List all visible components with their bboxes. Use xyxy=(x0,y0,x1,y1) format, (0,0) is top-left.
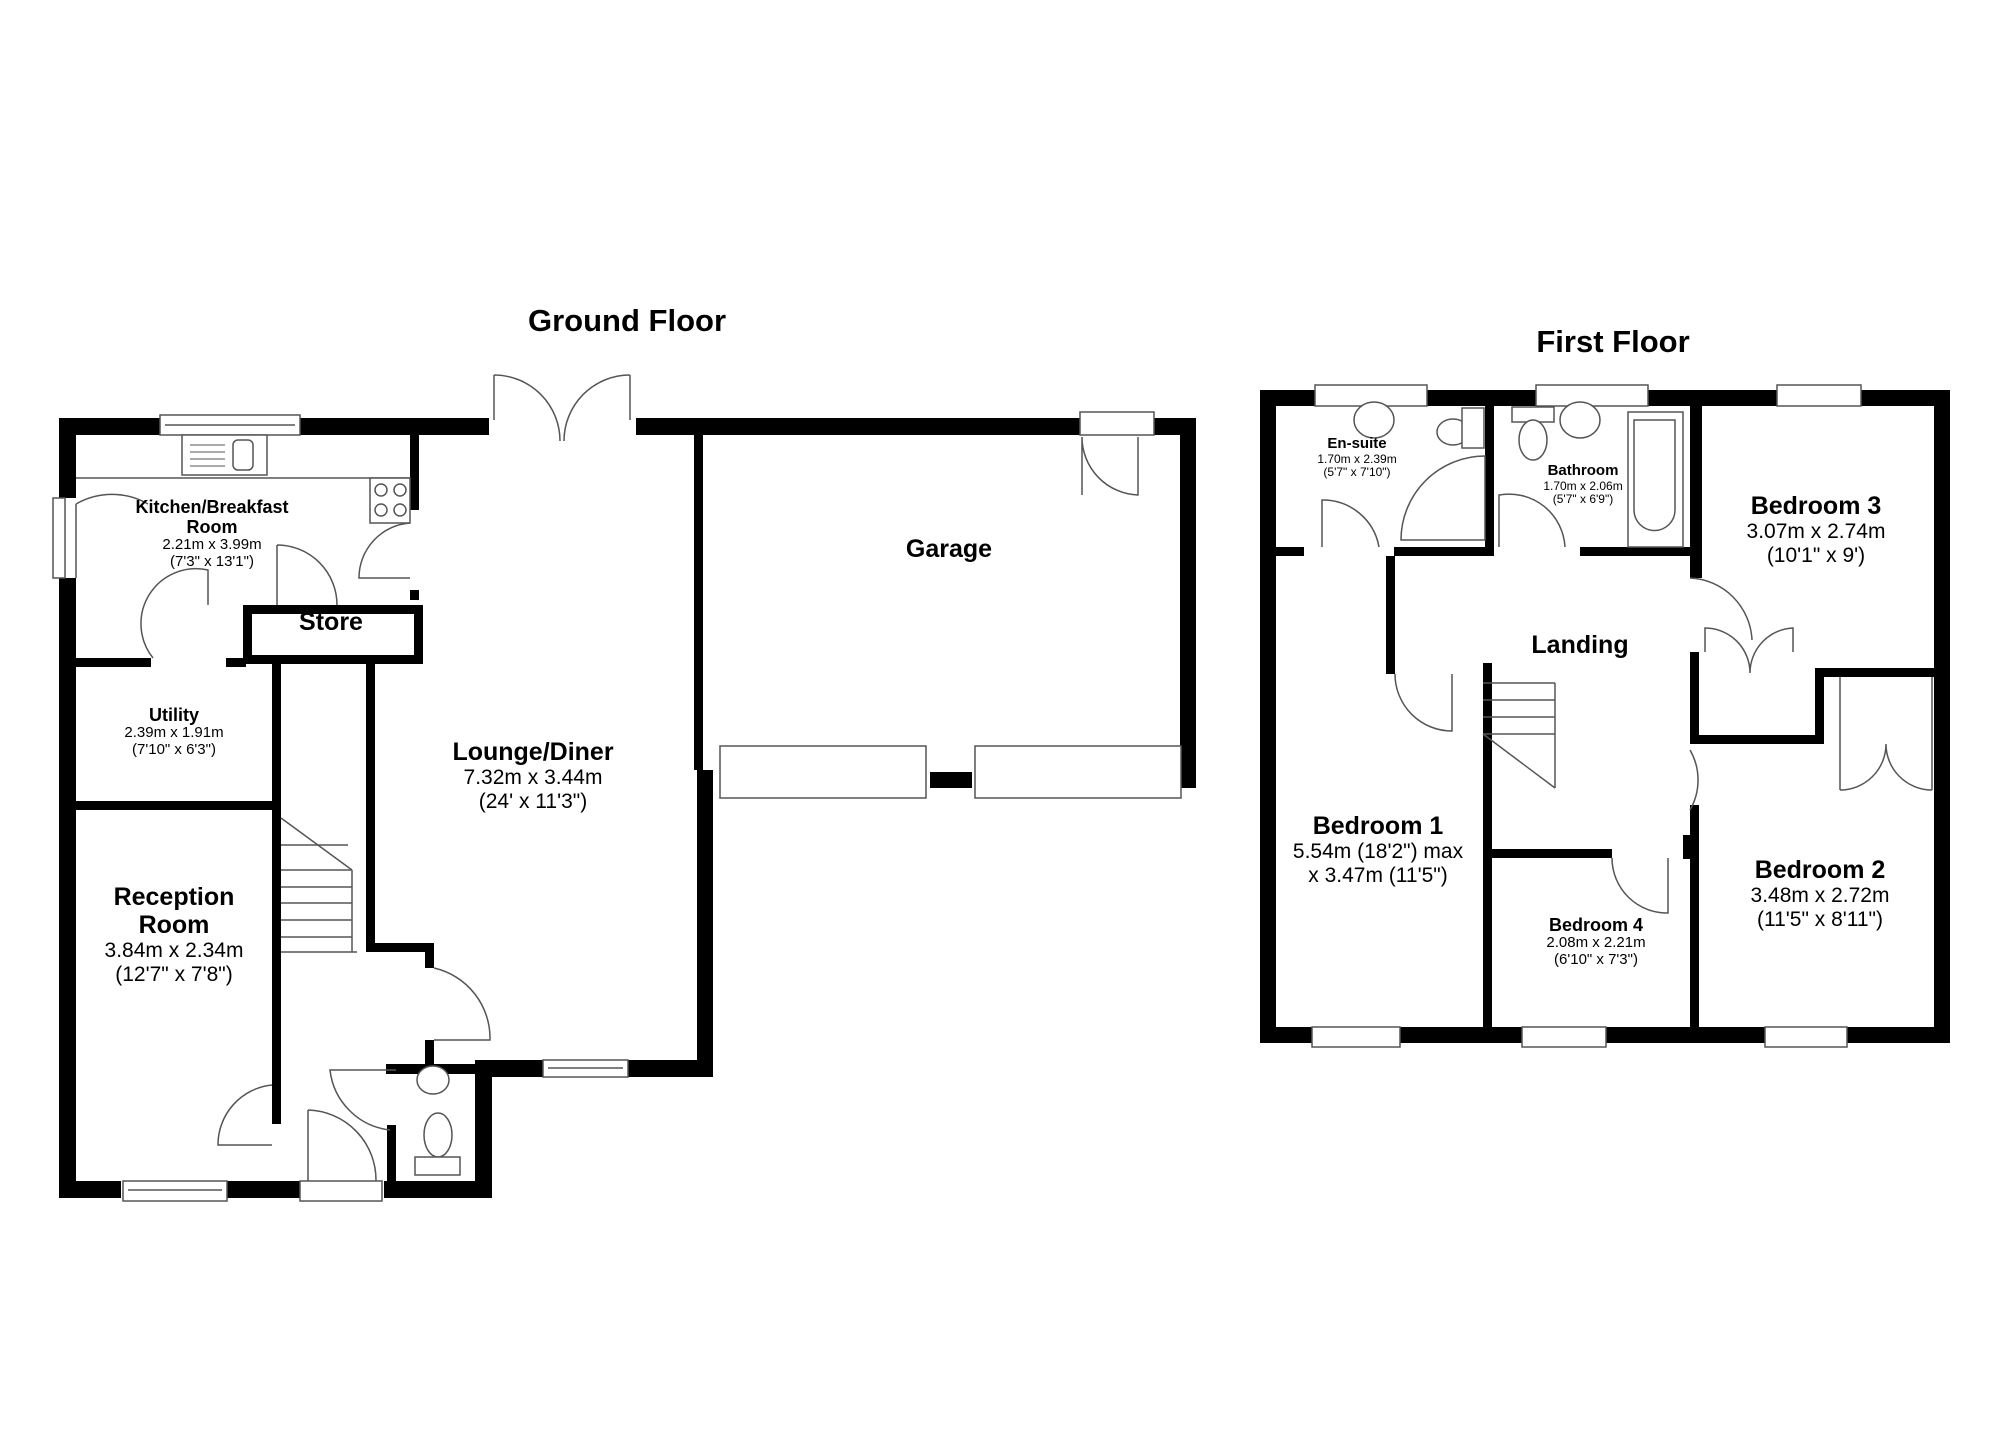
room-bedroom3-metric: 3.07m x 2.74m xyxy=(1746,520,1886,543)
ground-floor-title: Ground Floor xyxy=(527,303,727,338)
room-bedroom4-name: Bedroom 4 xyxy=(1548,915,1644,935)
room-reception-name-line1: Reception xyxy=(113,883,235,911)
room-lounge-imperial: (24' x 11'3") xyxy=(478,789,588,813)
room-kitchen-label: Kitchen/Breakfast Room 2.21m x 3.99m (7'… xyxy=(135,497,288,571)
room-kitchen-imperial: (7'3" x 13'1") xyxy=(170,553,254,571)
room-kitchen-name-line1: Kitchen/Breakfast xyxy=(135,497,289,517)
room-reception-name-line2: Room xyxy=(138,911,210,939)
room-bedroom2-imperial: (11'5" x 8'11") xyxy=(1756,907,1884,931)
ground-floor-fixtures xyxy=(52,374,1182,1202)
room-landing-name: Landing xyxy=(1531,631,1629,659)
room-kitchen-metric: 2.21m x 3.99m xyxy=(162,536,262,554)
room-reception-label: Reception Room 3.84m x 2.34m (12'7" x 7'… xyxy=(105,883,244,986)
first-floor-title: First Floor xyxy=(1536,324,1690,359)
room-bedroom2-label: Bedroom 2 3.48m x 2.72m (11'5" x 8'11") xyxy=(1751,856,1890,931)
room-bedroom2-metric: 3.48m x 2.72m xyxy=(1750,884,1890,907)
room-bathroom-metric: 1.70m x 2.06m xyxy=(1543,478,1623,493)
room-reception-imperial: (12'7" x 7'8") xyxy=(115,962,233,986)
room-lounge-name: Lounge/Diner xyxy=(452,738,614,766)
room-ensuite-label: En-suite 1.70m x 2.39m (5'7" x 7'10") xyxy=(1317,435,1397,480)
room-store-name: Store xyxy=(299,608,363,636)
room-bedroom1-line1: 5.54m (18'2") max xyxy=(1292,840,1464,863)
room-bathroom-name: Bathroom xyxy=(1547,462,1619,479)
room-reception-metric: 3.84m x 2.34m xyxy=(104,939,244,962)
room-utility-imperial: (7'10" x 6'3") xyxy=(132,740,216,758)
room-garage-name: Garage xyxy=(905,535,993,563)
room-utility-label: Utility 2.39m x 1.91m (7'10" x 6'3") xyxy=(124,705,223,759)
room-bedroom1-name: Bedroom 1 xyxy=(1312,812,1444,840)
room-bathroom-imperial: (5'7" x 6'9") xyxy=(1552,492,1614,507)
room-bedroom4-imperial: (6'10" x 7'3") xyxy=(1554,950,1638,968)
room-ensuite-imperial: (5'7" x 7'10") xyxy=(1323,465,1391,480)
room-bedroom4-metric: 2.08m x 2.21m xyxy=(1546,934,1646,952)
ground-floor-walls xyxy=(59,418,1196,1198)
room-bedroom2-name: Bedroom 2 xyxy=(1754,856,1886,884)
room-utility-name: Utility xyxy=(148,705,199,725)
room-bedroom3-imperial: (10'1" x 9') xyxy=(1766,543,1866,567)
room-lounge-metric: 7.32m x 3.44m xyxy=(463,766,603,789)
room-ensuite-metric: 1.70m x 2.39m xyxy=(1317,451,1397,466)
room-store-label: Store xyxy=(299,608,363,636)
room-kitchen-name-line2: Room xyxy=(186,517,238,538)
room-bedroom4-label: Bedroom 4 2.08m x 2.21m (6'10" x 7'3") xyxy=(1546,915,1645,969)
room-lounge-label: Lounge/Diner 7.32m x 3.44m (24' x 11'3") xyxy=(452,738,613,813)
room-bedroom3-label: Bedroom 3 3.07m x 2.74m (10'1" x 9') xyxy=(1747,492,1886,567)
room-garage-label: Garage xyxy=(906,535,992,563)
room-ensuite-name: En-suite xyxy=(1327,435,1387,452)
room-bathroom-label: Bathroom 1.70m x 2.06m (5'7" x 6'9") xyxy=(1543,462,1623,507)
room-bedroom1-label: Bedroom 1 5.54m (18'2") max x 3.47m (11'… xyxy=(1293,812,1463,887)
room-utility-metric: 2.39m x 1.91m xyxy=(124,724,224,742)
room-bedroom1-line2: x 3.47m (11'5") xyxy=(1308,863,1448,887)
room-bedroom3-name: Bedroom 3 xyxy=(1750,492,1882,520)
first-floor-fixtures xyxy=(1311,384,1933,1048)
room-landing-label: Landing xyxy=(1531,631,1628,659)
